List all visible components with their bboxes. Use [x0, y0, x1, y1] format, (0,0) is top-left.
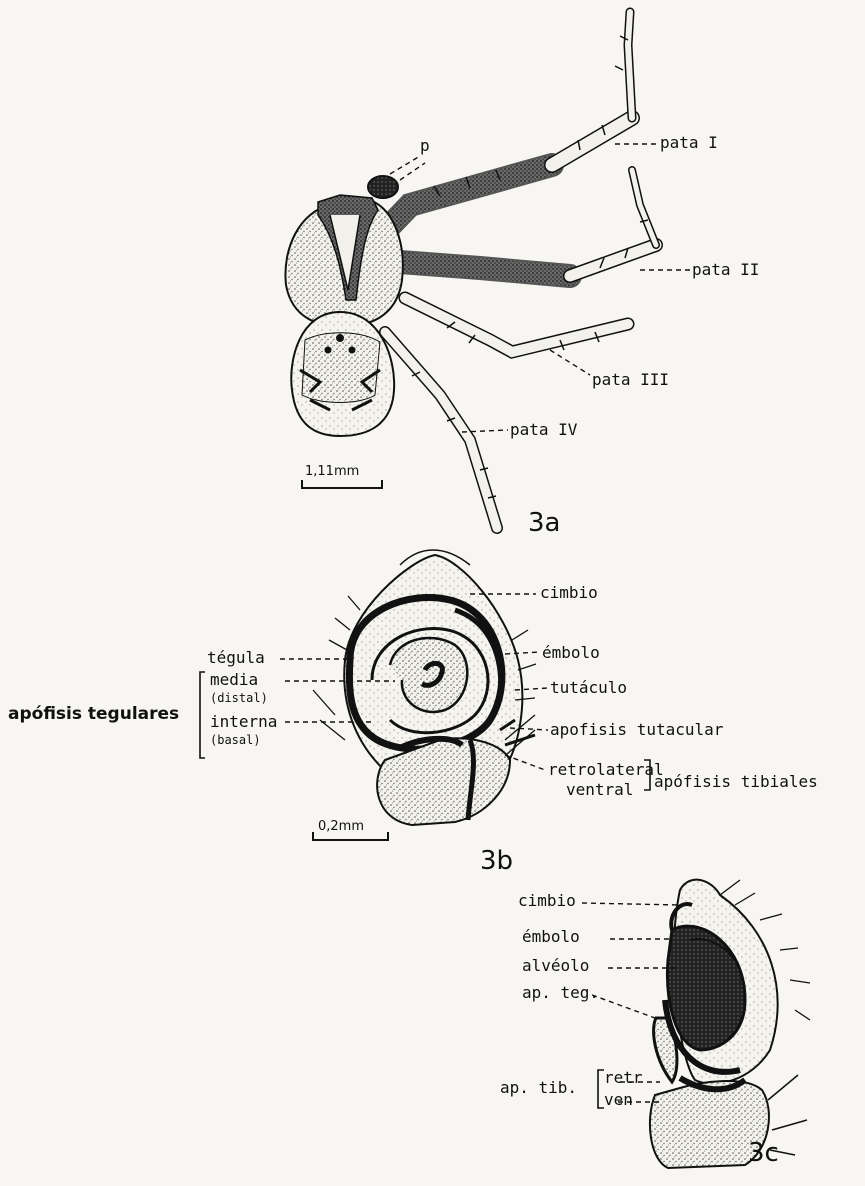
- label-interna: interna: [210, 714, 277, 730]
- figure-label-3a: 3a: [528, 510, 560, 536]
- scale-bar-3bc-label: 0,2mm: [318, 820, 364, 833]
- label-distal: (distal): [210, 692, 268, 704]
- palp-ventral-drawing: [313, 550, 536, 825]
- label-retr: retr: [604, 1070, 643, 1086]
- label-cimbio-3b: cimbio: [540, 585, 598, 601]
- label-cimbio-3c: cimbio: [518, 893, 576, 909]
- label-media: media: [210, 672, 258, 688]
- palp-lateral-drawing: [650, 880, 810, 1168]
- label-ventral: ventral: [566, 782, 633, 798]
- label-embolo-3b: émbolo: [542, 645, 600, 661]
- label-retrolateral: retrolateral: [548, 762, 664, 778]
- label-apofisis-tibiales: apófisis tibiales: [654, 774, 818, 790]
- label-basal: (basal): [210, 734, 261, 746]
- label-tegula: tégula: [207, 650, 265, 666]
- spider-drawing: [285, 12, 656, 528]
- label-pata-4: pata IV: [510, 422, 577, 438]
- label-alveolo: alvéolo: [522, 958, 589, 974]
- label-ap-tib: ap. tib.: [500, 1080, 577, 1096]
- label-ven: ven: [604, 1092, 633, 1108]
- label-pata-1: pata I: [660, 135, 718, 151]
- figure-label-3c: 3c: [748, 1140, 779, 1166]
- label-embolo-3c: émbolo: [522, 929, 580, 945]
- label-p: p: [420, 138, 430, 154]
- label-pata-2: pata II: [692, 262, 759, 278]
- figure-label-3b: 3b: [480, 848, 513, 874]
- label-pata-3: pata III: [592, 372, 669, 388]
- label-apofisis-tutacular: apofisis tutacular: [550, 722, 723, 738]
- label-apofisis-tegulares: apófisis tegulares: [8, 706, 179, 723]
- label-tutaculo: tutáculo: [550, 680, 627, 696]
- label-ap-teg: ap. teg.: [522, 985, 599, 1001]
- scale-bar-3a-label: 1,11mm: [305, 465, 359, 478]
